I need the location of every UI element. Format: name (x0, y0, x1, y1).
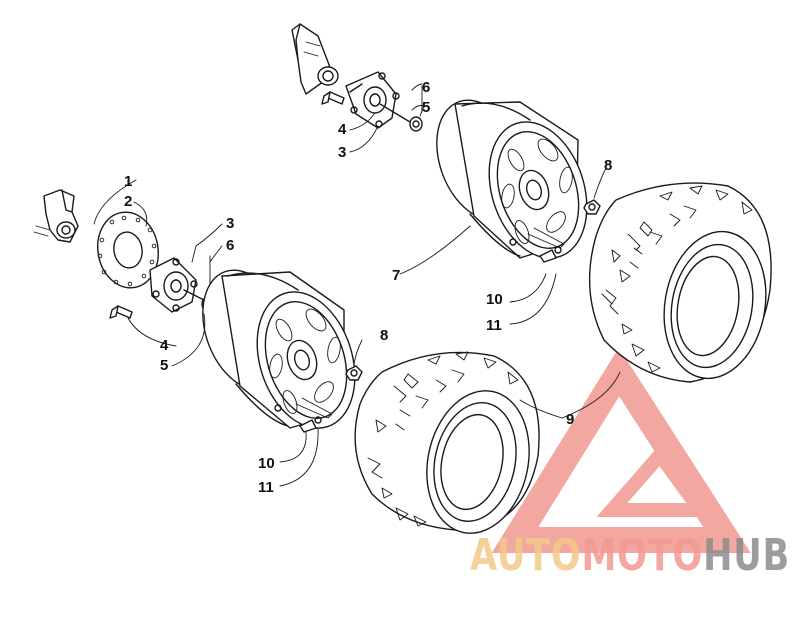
watermark-logo (491, 347, 751, 553)
callout-7: 7 (392, 267, 400, 284)
lower-hub (149, 257, 198, 313)
svg-text:AUTOMOTOHUB: AUTOMOTOHUB (470, 530, 790, 581)
callout-2: 2 (124, 193, 132, 210)
watermark-hub: HUB (703, 530, 790, 581)
upper-lug-nut (583, 199, 601, 215)
callout-11-lower: 11 (258, 479, 274, 496)
lower-bolt (109, 305, 133, 319)
callout-11-upper: 11 (486, 317, 502, 334)
callout-6-upper: 6 (422, 79, 430, 96)
callout-5-upper: 5 (422, 99, 430, 116)
callout-6-lower: 6 (226, 237, 234, 254)
callout-9: 9 (566, 411, 574, 428)
callout-10-upper: 10 (486, 291, 503, 308)
callout-5-lower: 5 (160, 357, 168, 374)
upper-knuckle (291, 23, 339, 95)
upper-rim (436, 99, 588, 259)
leader-lines (93, 83, 621, 487)
lower-lug-nut (345, 365, 363, 381)
callout-3-upper: 3 (338, 144, 346, 161)
callout-4-lower: 4 (160, 337, 169, 354)
lower-rim (202, 269, 356, 429)
lower-knuckle (33, 189, 79, 243)
brake-disc (97, 211, 159, 289)
watermark-moto: MOTO (581, 530, 703, 581)
upper-nut (379, 85, 423, 132)
callout-8-upper: 8 (604, 157, 612, 174)
callout-4-upper: 4 (338, 121, 347, 138)
callout-1: 1 (124, 173, 132, 190)
upper-hub (345, 71, 400, 129)
lower-valve (299, 416, 322, 433)
watermark-text: AUTOMOTOHUB (470, 530, 790, 581)
upper-tire (588, 182, 772, 383)
callout-8-lower: 8 (380, 327, 388, 344)
callout-10-lower: 10 (258, 455, 275, 472)
upper-valve (539, 246, 562, 263)
callout-3-lower: 3 (226, 215, 234, 232)
watermark-auto: AUTO (470, 530, 581, 581)
upper-bolt (321, 91, 345, 105)
callout-labels: 6 5 4 3 8 7 10 11 1 2 3 6 4 5 8 9 10 11 (124, 79, 612, 496)
lower-tire (354, 351, 540, 534)
